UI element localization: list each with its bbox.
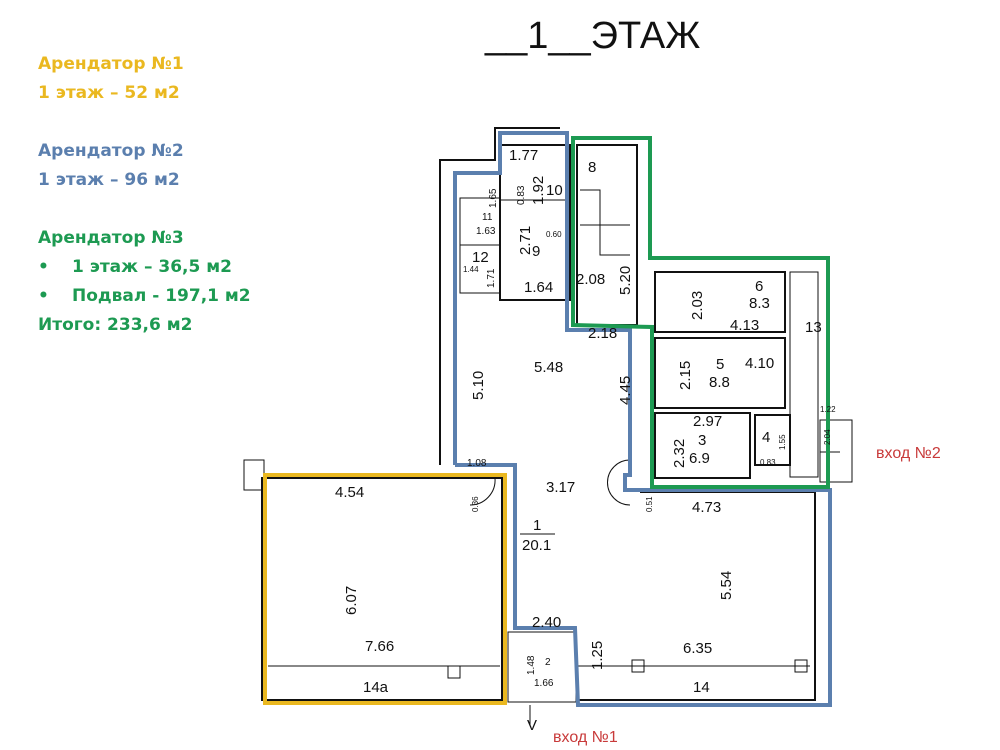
dimension-label: 1.77	[509, 147, 538, 164]
dimension-label: 8.8	[709, 374, 730, 391]
tenant3-total: Итого: 233,6 м2	[38, 315, 193, 335]
dimension-label: 6	[755, 278, 763, 295]
tenant1-area: 1 этаж – 52 м2	[38, 83, 180, 103]
dimension-label: 3	[698, 432, 706, 449]
dimension-label: 9	[532, 243, 540, 260]
dimension-label: 6.07	[343, 586, 360, 615]
dimension-label: 2.08	[576, 271, 605, 288]
dimension-label: 11	[482, 212, 493, 223]
dimension-label: 5	[716, 356, 724, 373]
dimension-label: 2.18	[588, 325, 617, 342]
dimension-label: 5.54	[718, 571, 735, 600]
tenant2-name: Арендатор №2	[38, 141, 184, 161]
dimension-label: 0.83	[516, 185, 527, 205]
tenant1-name: Арендатор №1	[38, 54, 184, 74]
dimension-label: 5.20	[617, 266, 634, 295]
tenant3-name: Арендатор №3	[38, 228, 184, 248]
dimension-label: 4.73	[692, 499, 721, 516]
dimension-label: 1.55	[778, 434, 787, 450]
tenant3-outline[interactable]	[571, 136, 830, 489]
tenant3-floor1: •1 этаж – 36,5 м2	[38, 253, 251, 282]
dimension-label: 0.83	[760, 458, 776, 467]
bullet-icon: •	[38, 286, 49, 306]
dimension-label: 1.08	[467, 458, 487, 469]
tenant2-outline[interactable]	[453, 131, 832, 707]
dimension-label: 2.71	[517, 226, 534, 255]
dimension-label: 14a	[363, 679, 389, 696]
dimension-label: 2.03	[689, 291, 706, 320]
dimension-label: 8	[588, 159, 596, 176]
dimension-label: 4	[762, 429, 770, 446]
dimension-label: 0.36	[471, 496, 480, 512]
bullet-icon: •	[38, 257, 49, 277]
dimension-label: 5.48	[534, 359, 563, 376]
dimension-label: 14	[693, 679, 710, 696]
tenant3-basement: •Подвал - 197,1 м2	[38, 282, 251, 311]
dimension-label: 7.66	[365, 638, 394, 655]
dimension-labels: 1.77 10 1.92 0.83 1.65 11 1.63 2.71 9 12…	[335, 147, 836, 696]
dimension-label: 4.54	[335, 484, 364, 501]
walls	[243, 127, 853, 725]
entrance1-label: вход №1	[553, 729, 618, 746]
dimension-label: 1.71	[486, 268, 497, 288]
tenant1-outline[interactable]	[263, 473, 507, 705]
dimension-label: 2.04	[823, 429, 832, 445]
dimension-label: 2.15	[677, 361, 694, 390]
dimension-label: 0.60	[546, 230, 562, 239]
dimension-label: 12	[472, 249, 489, 266]
entrance1-marker: V	[527, 717, 537, 734]
tenant2-area: 1 этаж – 96 м2	[38, 170, 180, 190]
dimension-label: 1.48	[526, 655, 537, 675]
dimension-label: 1	[533, 517, 541, 534]
floor-title: __1__ЭТАЖ	[484, 15, 700, 57]
dimension-label: 6.9	[689, 450, 710, 467]
dimension-label: 1.25	[589, 641, 606, 670]
dimension-label: 1.92	[530, 176, 547, 205]
dimension-label: 1.66	[534, 678, 554, 689]
dimension-label: 8.3	[749, 295, 770, 312]
dimension-label: 4.45	[617, 376, 634, 405]
dimension-label: 5.10	[470, 371, 487, 400]
dimension-label: 4.10	[745, 355, 774, 372]
dimension-label: 2.32	[671, 439, 688, 468]
tenant-legend: Арендатор №1 1 этаж – 52 м2 Арендатор №2…	[38, 50, 251, 340]
dimension-label: 3.17	[546, 479, 575, 496]
dimension-label: 6.35	[683, 640, 712, 657]
dimension-label: 0.51	[645, 496, 654, 512]
dimension-label: 2.40	[532, 614, 561, 631]
dimension-label: 2	[545, 657, 551, 668]
dimension-label: 10	[546, 182, 563, 199]
dimension-label: 4.13	[730, 317, 759, 334]
dimension-label: 1.63	[476, 226, 496, 237]
dimension-label: 20.1	[522, 537, 551, 554]
dimension-label: 1.65	[488, 188, 499, 208]
entrance2-label: вход №2	[876, 445, 941, 462]
dimension-label: 1.22	[820, 405, 836, 414]
dimension-label: 1.44	[463, 265, 479, 274]
dimension-label: 1.64	[524, 279, 553, 296]
dimension-label: 2.97	[693, 413, 722, 430]
dimension-label: 13	[805, 319, 822, 336]
